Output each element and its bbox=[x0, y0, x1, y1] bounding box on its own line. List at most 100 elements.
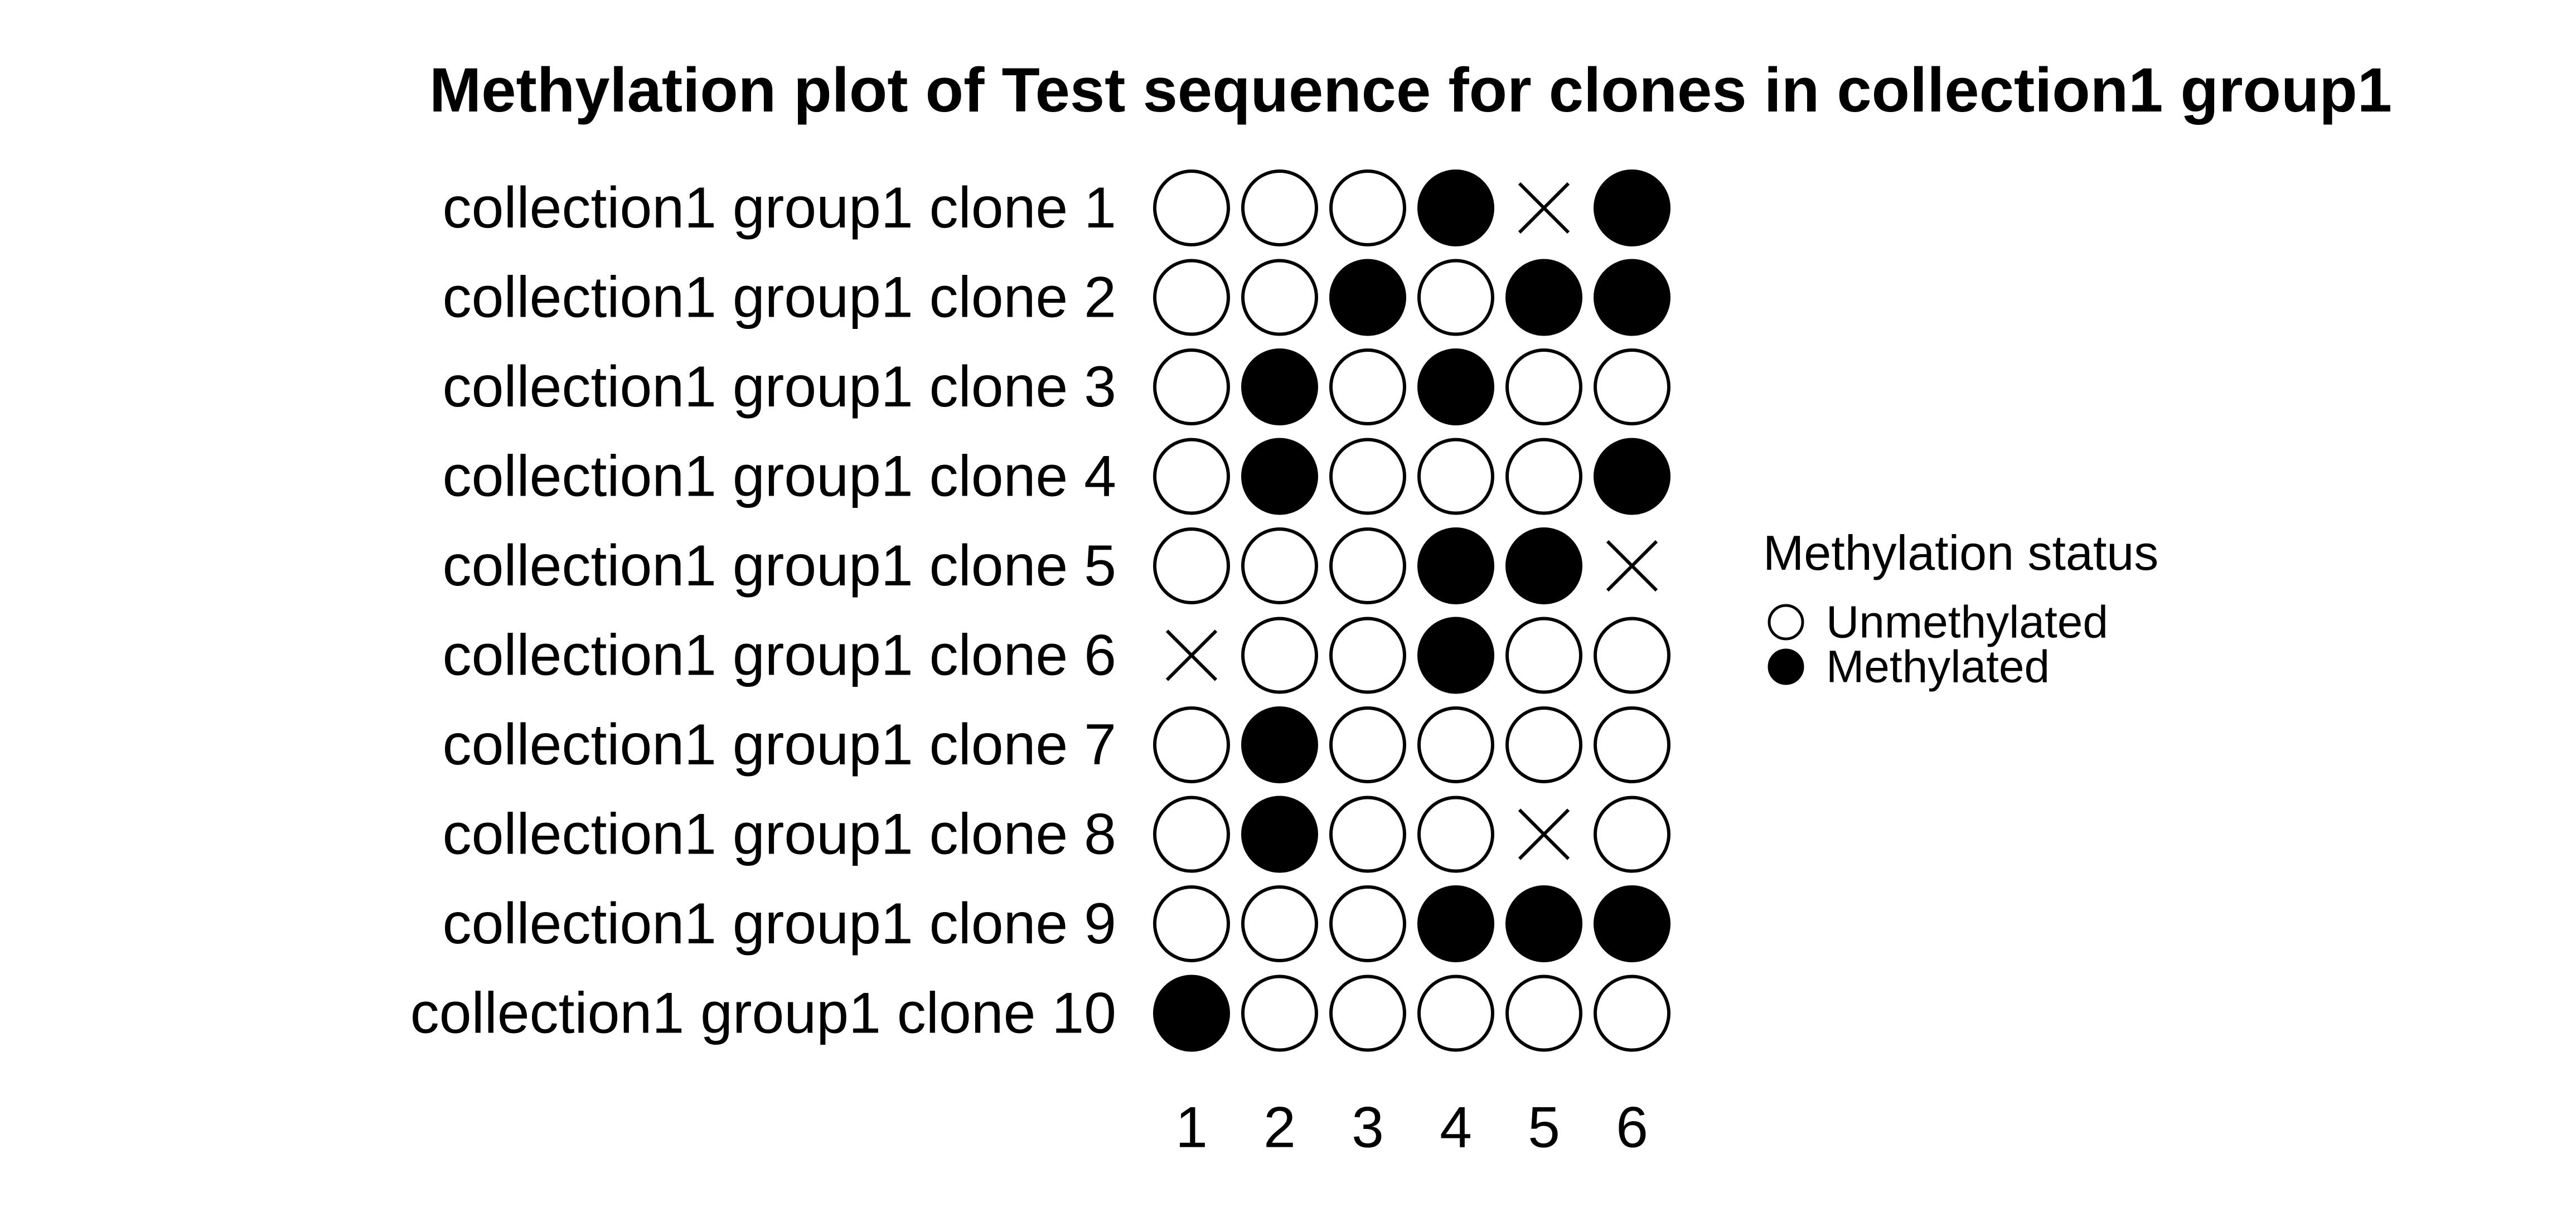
unmethylated-site-dot bbox=[1505, 438, 1582, 515]
unmethylated-site-dot bbox=[1153, 706, 1230, 783]
methylated-site-dot bbox=[1417, 348, 1494, 425]
methylated-site-dot bbox=[1505, 527, 1582, 604]
unmethylated-site-dot bbox=[1153, 259, 1230, 336]
unmethylated-site-dot bbox=[1505, 706, 1582, 783]
methylated-site-dot bbox=[1505, 259, 1582, 336]
missing-cross-stroke bbox=[1606, 540, 1658, 592]
legend-title: Methylation status bbox=[1763, 525, 2158, 580]
clone-row: collection1 group1 clone 8 bbox=[443, 796, 1670, 873]
unmethylated-site-dot bbox=[1329, 885, 1406, 962]
x-tick-label: 5 bbox=[1528, 1095, 1560, 1160]
methylated-site-dot bbox=[1505, 885, 1582, 962]
clone-row: collection1 group1 clone 7 bbox=[443, 706, 1670, 783]
legend-methylated-symbol bbox=[1768, 648, 1804, 685]
unmethylated-site-dot bbox=[1153, 885, 1230, 962]
methylated-site-dot bbox=[1153, 975, 1230, 1052]
missing-cross-stroke bbox=[1518, 808, 1570, 860]
legend: Methylation status UnmethylatedMethylate… bbox=[1763, 525, 2158, 692]
methylated-site-dot bbox=[1241, 438, 1318, 515]
unmethylated-site-dot bbox=[1153, 348, 1230, 425]
unmethylated-site-dot bbox=[1594, 706, 1670, 783]
chart-title: Methylation plot of Test sequence for cl… bbox=[429, 55, 2392, 125]
unmethylated-site-dot bbox=[1329, 348, 1406, 425]
clone-row: collection1 group1 clone 6 bbox=[443, 617, 1670, 694]
row-label: collection1 group1 clone 10 bbox=[410, 981, 1116, 1046]
unmethylated-site-dot bbox=[1417, 796, 1494, 873]
methylated-site-dot bbox=[1241, 348, 1318, 425]
missing-site-marker bbox=[1518, 182, 1570, 234]
unmethylated-site-dot bbox=[1594, 796, 1670, 873]
unmethylated-site-dot bbox=[1417, 438, 1494, 515]
legend-item-label: Methylated bbox=[1826, 642, 2050, 692]
row-label: collection1 group1 clone 1 bbox=[443, 176, 1116, 240]
row-label: collection1 group1 clone 2 bbox=[443, 265, 1116, 330]
methylated-site-dot bbox=[1417, 169, 1494, 246]
unmethylated-site-dot bbox=[1329, 169, 1406, 246]
x-tick-label: 1 bbox=[1175, 1095, 1208, 1160]
row-label: collection1 group1 clone 7 bbox=[443, 712, 1116, 777]
clone-row: collection1 group1 clone 5 bbox=[443, 527, 1658, 604]
unmethylated-site-dot bbox=[1329, 706, 1406, 783]
unmethylated-site-dot bbox=[1417, 975, 1494, 1052]
row-label: collection1 group1 clone 6 bbox=[443, 623, 1116, 688]
unmethylated-site-dot bbox=[1241, 527, 1318, 604]
unmethylated-site-dot bbox=[1241, 885, 1318, 962]
row-label: collection1 group1 clone 4 bbox=[443, 444, 1116, 509]
unmethylated-site-dot bbox=[1594, 348, 1670, 425]
unmethylated-site-dot bbox=[1594, 617, 1670, 694]
x-tick-label: 2 bbox=[1263, 1095, 1296, 1160]
clone-row: collection1 group1 clone 4 bbox=[443, 438, 1670, 515]
unmethylated-site-dot bbox=[1329, 617, 1406, 694]
methylated-site-dot bbox=[1594, 169, 1670, 246]
methylated-site-dot bbox=[1241, 796, 1318, 873]
missing-site-marker bbox=[1606, 540, 1658, 592]
unmethylated-site-dot bbox=[1417, 706, 1494, 783]
unmethylated-site-dot bbox=[1329, 796, 1406, 873]
unmethylated-site-dot bbox=[1241, 975, 1318, 1052]
clone-row: collection1 group1 clone 10 bbox=[410, 975, 1670, 1052]
unmethylated-site-dot bbox=[1505, 617, 1582, 694]
row-label: collection1 group1 clone 8 bbox=[443, 802, 1116, 867]
row-label: collection1 group1 clone 9 bbox=[443, 891, 1116, 956]
legend-item-label: Unmethylated bbox=[1826, 597, 2108, 648]
methylated-site-dot bbox=[1417, 617, 1494, 694]
unmethylated-site-dot bbox=[1153, 438, 1230, 515]
methylated-site-dot bbox=[1417, 527, 1494, 604]
unmethylated-site-dot bbox=[1329, 527, 1406, 604]
unmethylated-site-dot bbox=[1241, 617, 1318, 694]
methylated-site-dot bbox=[1594, 259, 1670, 336]
methylated-site-dot bbox=[1594, 885, 1670, 962]
clone-rows: collection1 group1 clone 1 collection1 gr… bbox=[410, 169, 1670, 1052]
unmethylated-site-dot bbox=[1417, 259, 1494, 336]
unmethylated-site-dot bbox=[1153, 796, 1230, 873]
unmethylated-site-dot bbox=[1594, 975, 1670, 1052]
unmethylated-site-dot bbox=[1329, 438, 1406, 515]
methylated-site-dot bbox=[1594, 438, 1670, 515]
methylated-site-dot bbox=[1417, 885, 1494, 962]
x-tick-label: 4 bbox=[1440, 1095, 1472, 1160]
missing-site-marker bbox=[1165, 629, 1218, 681]
x-tick-label: 3 bbox=[1352, 1095, 1384, 1160]
missing-cross-stroke bbox=[1518, 182, 1570, 234]
methylated-site-dot bbox=[1329, 259, 1406, 336]
clone-row: collection1 group1 clone 2 bbox=[443, 259, 1670, 336]
unmethylated-site-dot bbox=[1329, 975, 1406, 1052]
row-label: collection1 group1 clone 3 bbox=[443, 355, 1116, 419]
missing-site-marker bbox=[1518, 808, 1570, 860]
unmethylated-site-dot bbox=[1241, 169, 1318, 246]
clone-row: collection1 group1 clone 1 bbox=[443, 169, 1670, 246]
unmethylated-site-dot bbox=[1153, 527, 1230, 604]
unmethylated-site-dot bbox=[1153, 169, 1230, 246]
legend-unmethylated-symbol bbox=[1768, 604, 1804, 641]
unmethylated-site-dot bbox=[1241, 259, 1318, 336]
x-tick-label: 6 bbox=[1616, 1095, 1648, 1160]
methylated-site-dot bbox=[1241, 706, 1318, 783]
clone-row: collection1 group1 clone 9 bbox=[443, 885, 1670, 962]
clone-row: collection1 group1 clone 3 bbox=[443, 348, 1670, 425]
unmethylated-site-dot bbox=[1505, 348, 1582, 425]
row-label: collection1 group1 clone 5 bbox=[443, 534, 1116, 598]
missing-cross-stroke bbox=[1165, 629, 1218, 681]
